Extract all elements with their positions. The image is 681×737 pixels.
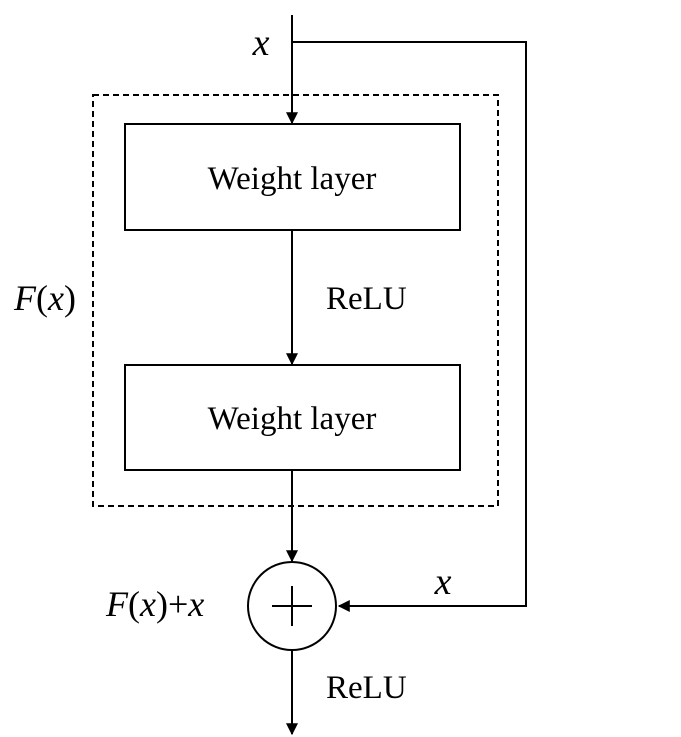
shortcut-connection — [292, 41, 527, 612]
relu-mid-label: ReLU — [326, 281, 407, 317]
input-x-label: x — [252, 22, 270, 64]
weight-layer-bottom-label: Weight layer — [208, 401, 377, 437]
weight-layer-top — [124, 123, 461, 231]
residual-function-label: F(x) — [13, 278, 76, 318]
weight-layer-bottom — [124, 364, 461, 471]
relu-out-label: ReLU — [326, 670, 407, 706]
residual-function-box — [92, 94, 499, 507]
weight-layer-top-label: Weight layer — [208, 161, 377, 197]
sum-output-label: F(x)+x — [105, 584, 204, 624]
shortcut-x-label: x — [434, 561, 452, 603]
